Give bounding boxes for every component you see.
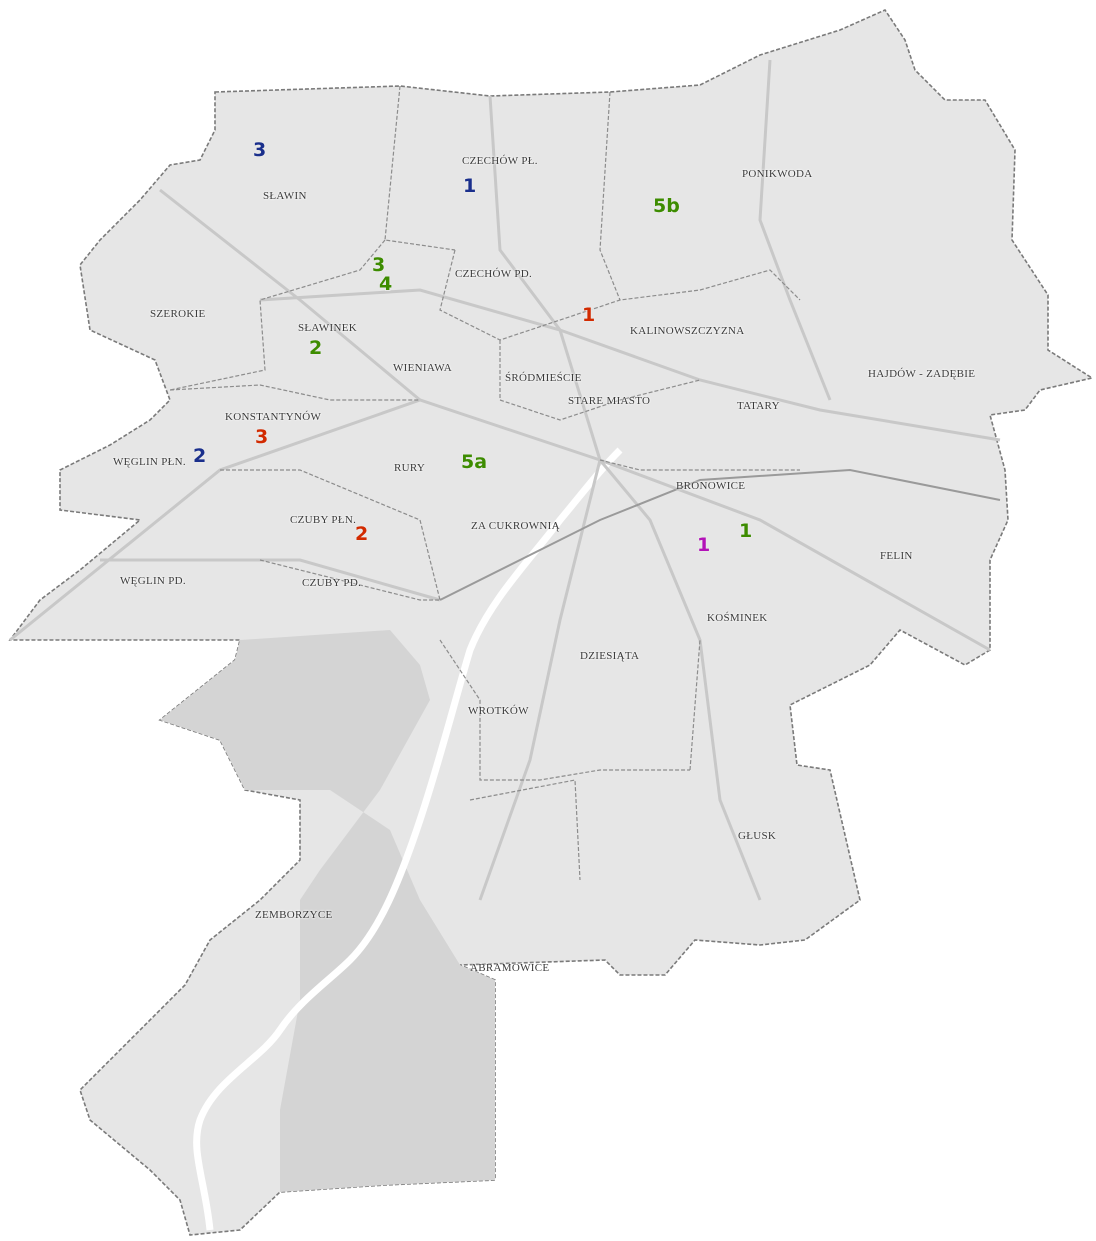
city-boundary (8, 8, 1095, 1236)
district-label-wrotkow: WROTKÓW (468, 705, 529, 717)
district-label-felin: FELIN (880, 550, 913, 562)
district-label-kosminek: KOŚMINEK (707, 612, 768, 624)
district-label-glusk: GŁUSK (738, 830, 777, 842)
district-label-czechow-pln: CZECHÓW PŁ. (462, 155, 538, 167)
marker-red-1: 1 (582, 304, 596, 326)
district-label-czuby-pd: CZUBY PD. (302, 577, 362, 589)
district-label-rury: RURY (394, 462, 426, 474)
district-label-slawin: SŁAWIN (263, 190, 307, 202)
marker-magenta-1: 1 (697, 534, 711, 556)
district-label-konstantynow: KONSTANTYNÓW (225, 411, 322, 423)
district-label-abramowice: ABRAMOWICE (470, 962, 550, 974)
district-label-szerokie: SZEROKIE (150, 308, 206, 320)
marker-blue-2: 2 (193, 445, 207, 467)
district-label-stare-miasto: STARE MIASTO (568, 395, 651, 407)
marker-red-3: 3 (255, 426, 269, 448)
district-boundaries (169, 85, 801, 881)
marker-blue-1: 1 (463, 175, 477, 197)
railway (439, 468, 1001, 601)
district-label-ponikwoda: PONIKWODA (742, 168, 813, 180)
marker-green-5b: 5b (653, 195, 680, 217)
district-label-kalinowszczyzna: KALINOWSZCZYZNA (630, 325, 745, 337)
marker-red-2: 2 (355, 523, 369, 545)
marker-green-3: 3 (372, 254, 386, 276)
district-label-weglin-pln: WĘGLIN PŁN. (113, 456, 186, 468)
district-label-zemborzyce: ZEMBORZYCE (255, 909, 333, 921)
district-label-za-cukrownia: ZA CUKROWNIĄ (471, 520, 560, 532)
marker-green-4: 4 (379, 273, 393, 295)
district-label-czuby-pln: CZUBY PŁN. (290, 514, 357, 526)
forest-area (160, 630, 495, 1192)
road-network (9, 59, 1001, 901)
district-label-tatary: TATARY (737, 400, 780, 412)
district-label-czechow-pd: CZECHÓW PD. (455, 268, 533, 280)
river (193, 447, 623, 1231)
district-label-slawinek: SŁAWINEK (298, 322, 357, 334)
marker-green-5a: 5a (461, 451, 488, 473)
district-label-bronowice: BRONOWICE (676, 480, 746, 492)
district-label-wieniawa: WIENIAWA (393, 362, 452, 374)
marker-green-2: 2 (309, 337, 323, 359)
marker-green-1: 1 (739, 520, 753, 542)
district-label-hajdow-zadebie: HAJDÓW - ZADĘBIE (868, 368, 976, 380)
marker-blue-3: 3 (253, 139, 267, 161)
district-label-dziesiata: DZIESIĄTA (580, 650, 640, 662)
district-label-srodmiescie: ŚRÓDMIEŚCIE (505, 372, 582, 384)
district-label-weglin-pd: WĘGLIN PD. (120, 575, 186, 587)
